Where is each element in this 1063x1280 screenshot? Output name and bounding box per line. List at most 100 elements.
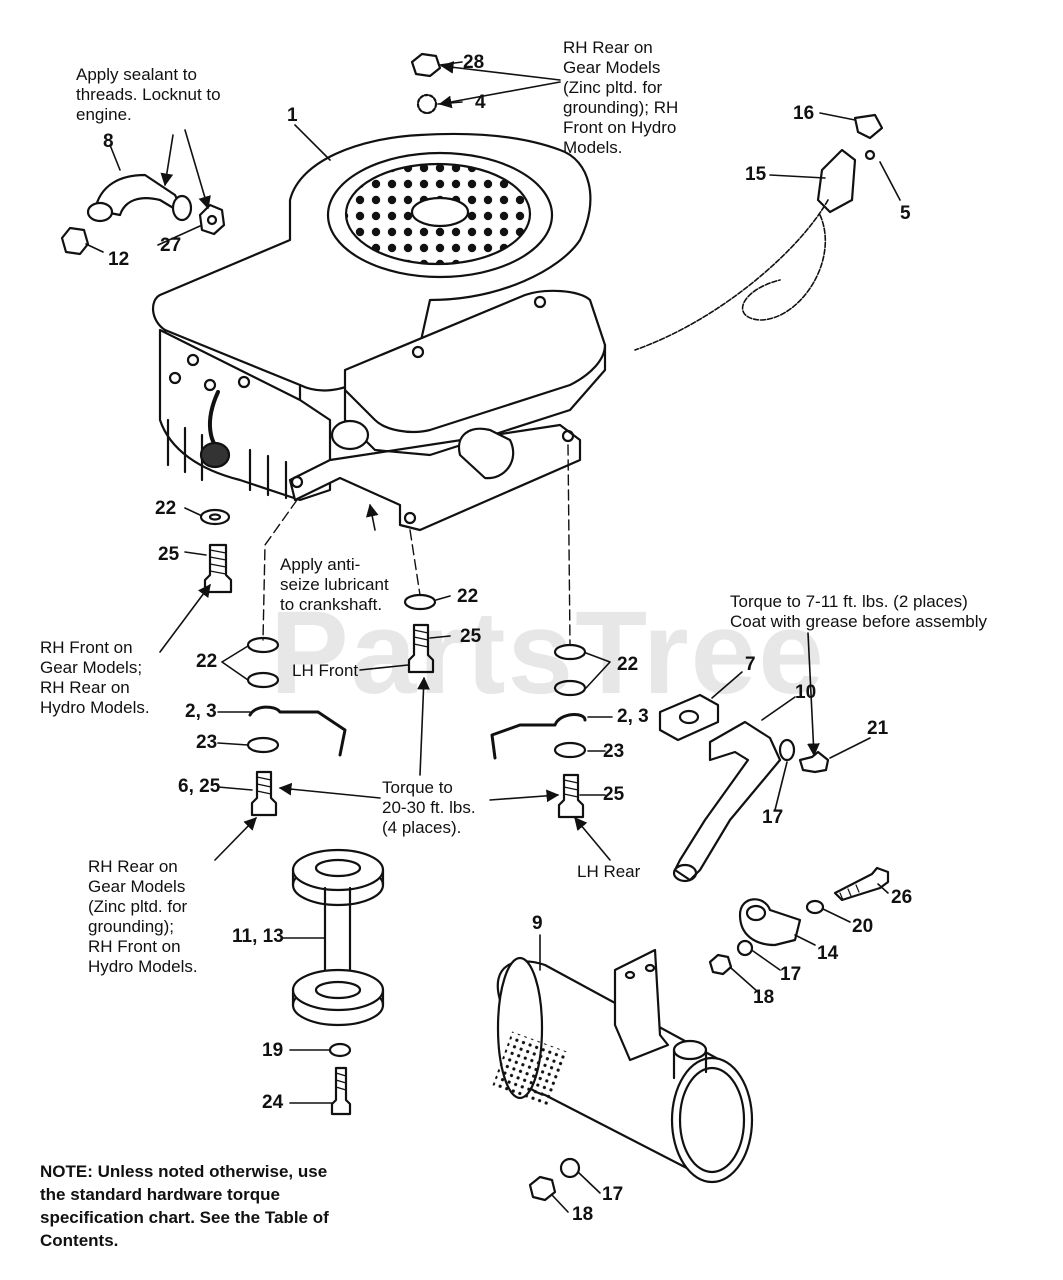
bolt [203,378,217,392]
callout-19: 19 [262,1040,284,1061]
washer-22 [199,508,231,526]
mount-hole [561,429,575,443]
washer-22 [246,636,280,654]
mount-hole [403,511,417,525]
callout-1: 1 [287,105,298,126]
callout-25-c: 25 [603,784,625,805]
fuel-elbow [60,173,226,256]
clamp-14 [738,898,802,947]
callout-2-3-left: 2, 3 [185,701,217,722]
callout-26: 26 [891,887,913,908]
bolt-thread [256,776,272,795]
bolt [168,371,182,385]
note-lh-front: LH Front [292,661,359,680]
lockwasher-17 [778,738,796,762]
valve-cover-side [343,343,607,457]
callout-17-b: 17 [780,964,802,985]
centerline [262,499,298,641]
bolt [237,375,251,389]
muffler [491,948,754,1184]
carburetor [457,427,515,480]
callout-16: 16 [793,103,815,124]
washer-22-hole [208,513,222,521]
callout-10: 10 [795,682,817,703]
screw-5 [864,149,876,161]
callout-22-d: 22 [617,654,639,675]
screw-26 [833,866,890,902]
centerline [409,529,421,596]
elbow-end [86,201,114,223]
note-rh-rear-bottom: RH Rear on Gear Models (Zinc pltd. for g… [88,857,198,976]
lockwasher-4 [416,93,438,115]
note-torque-7-11: Torque to 7-11 ft. lbs. (2 places) Coat … [730,592,988,631]
clip-16 [853,113,884,140]
bolt-25-thread [209,549,227,575]
spark-plug-boot [199,441,231,469]
note-lh-rear: LH Rear [577,862,641,881]
callout-23-a: 23 [196,732,218,753]
choke-cable [634,113,884,351]
callout-22-c: 22 [196,651,218,672]
pipe-end [672,863,698,883]
callout-14: 14 [817,943,839,964]
bracket-left [248,705,347,757]
centerline [567,444,571,646]
callout-5: 5 [900,203,911,224]
gasket-7-hole [678,709,700,725]
note-sealant: Apply sealant to threads. Locknut to eng… [76,65,221,124]
callout-17-c: 17 [602,1184,624,1205]
bracket-right [490,713,587,760]
intake-port [330,419,370,451]
callout-15: 15 [745,164,767,185]
callout-22-b: 22 [457,586,479,607]
locknut-18 [708,953,733,976]
callout-28: 28 [463,52,485,73]
callout-2-3-right: 2, 3 [617,706,649,727]
bolt-thread [563,779,579,798]
cable-loop [741,214,826,321]
screw-24 [330,1066,352,1116]
note-hardware: NOTE: Unless noted otherwise, use the st… [40,1162,329,1250]
locknut-27-hole [206,214,218,226]
callout-20: 20 [852,916,874,937]
screw-thread [335,1072,347,1091]
clamp-hole [745,904,767,922]
valve-cover [343,289,607,434]
bracket-15 [816,148,857,214]
locknut-28 [410,52,442,78]
pulley [291,848,385,1027]
callout-21: 21 [867,718,889,739]
bolt-6-25 [250,770,278,817]
locknut-12 [60,226,90,256]
elbow-end [171,194,193,222]
callout-27: 27 [160,235,182,256]
lockwasher-17 [736,939,754,957]
callout-23-b: 23 [603,741,625,762]
callout-6-25: 6, 25 [178,776,221,797]
exhaust-pipe-10 [673,720,782,882]
callout-12: 12 [108,249,130,270]
mount-hole [290,475,304,489]
washer-20 [805,899,825,915]
washer-23 [553,741,587,759]
leader-lines [85,61,901,1213]
locknut-27 [198,203,226,236]
bolt [186,353,200,367]
note-rh-rear-top: RH Rear on Gear Models (Zinc pltd. for g… [563,38,679,157]
note-torque-20-30: Torque to 20-30 ft. lbs. (4 places). [382,778,476,837]
callout-18-a: 18 [753,987,775,1008]
callout-9: 9 [532,913,543,934]
cover-screw [533,295,547,309]
blower-grille-hub [410,196,470,228]
engine [152,132,607,532]
note-anti-seize: Apply anti- seize lubricant to crankshaf… [280,555,389,614]
screw-thread [839,884,860,901]
callout-25-a: 25 [158,544,180,565]
callout-24: 24 [262,1092,284,1113]
cable [634,199,829,351]
callout-22-a: 22 [155,498,177,519]
washer-22 [553,679,587,697]
callout-18-b: 18 [572,1204,594,1225]
callout-17-a: 17 [762,807,784,828]
